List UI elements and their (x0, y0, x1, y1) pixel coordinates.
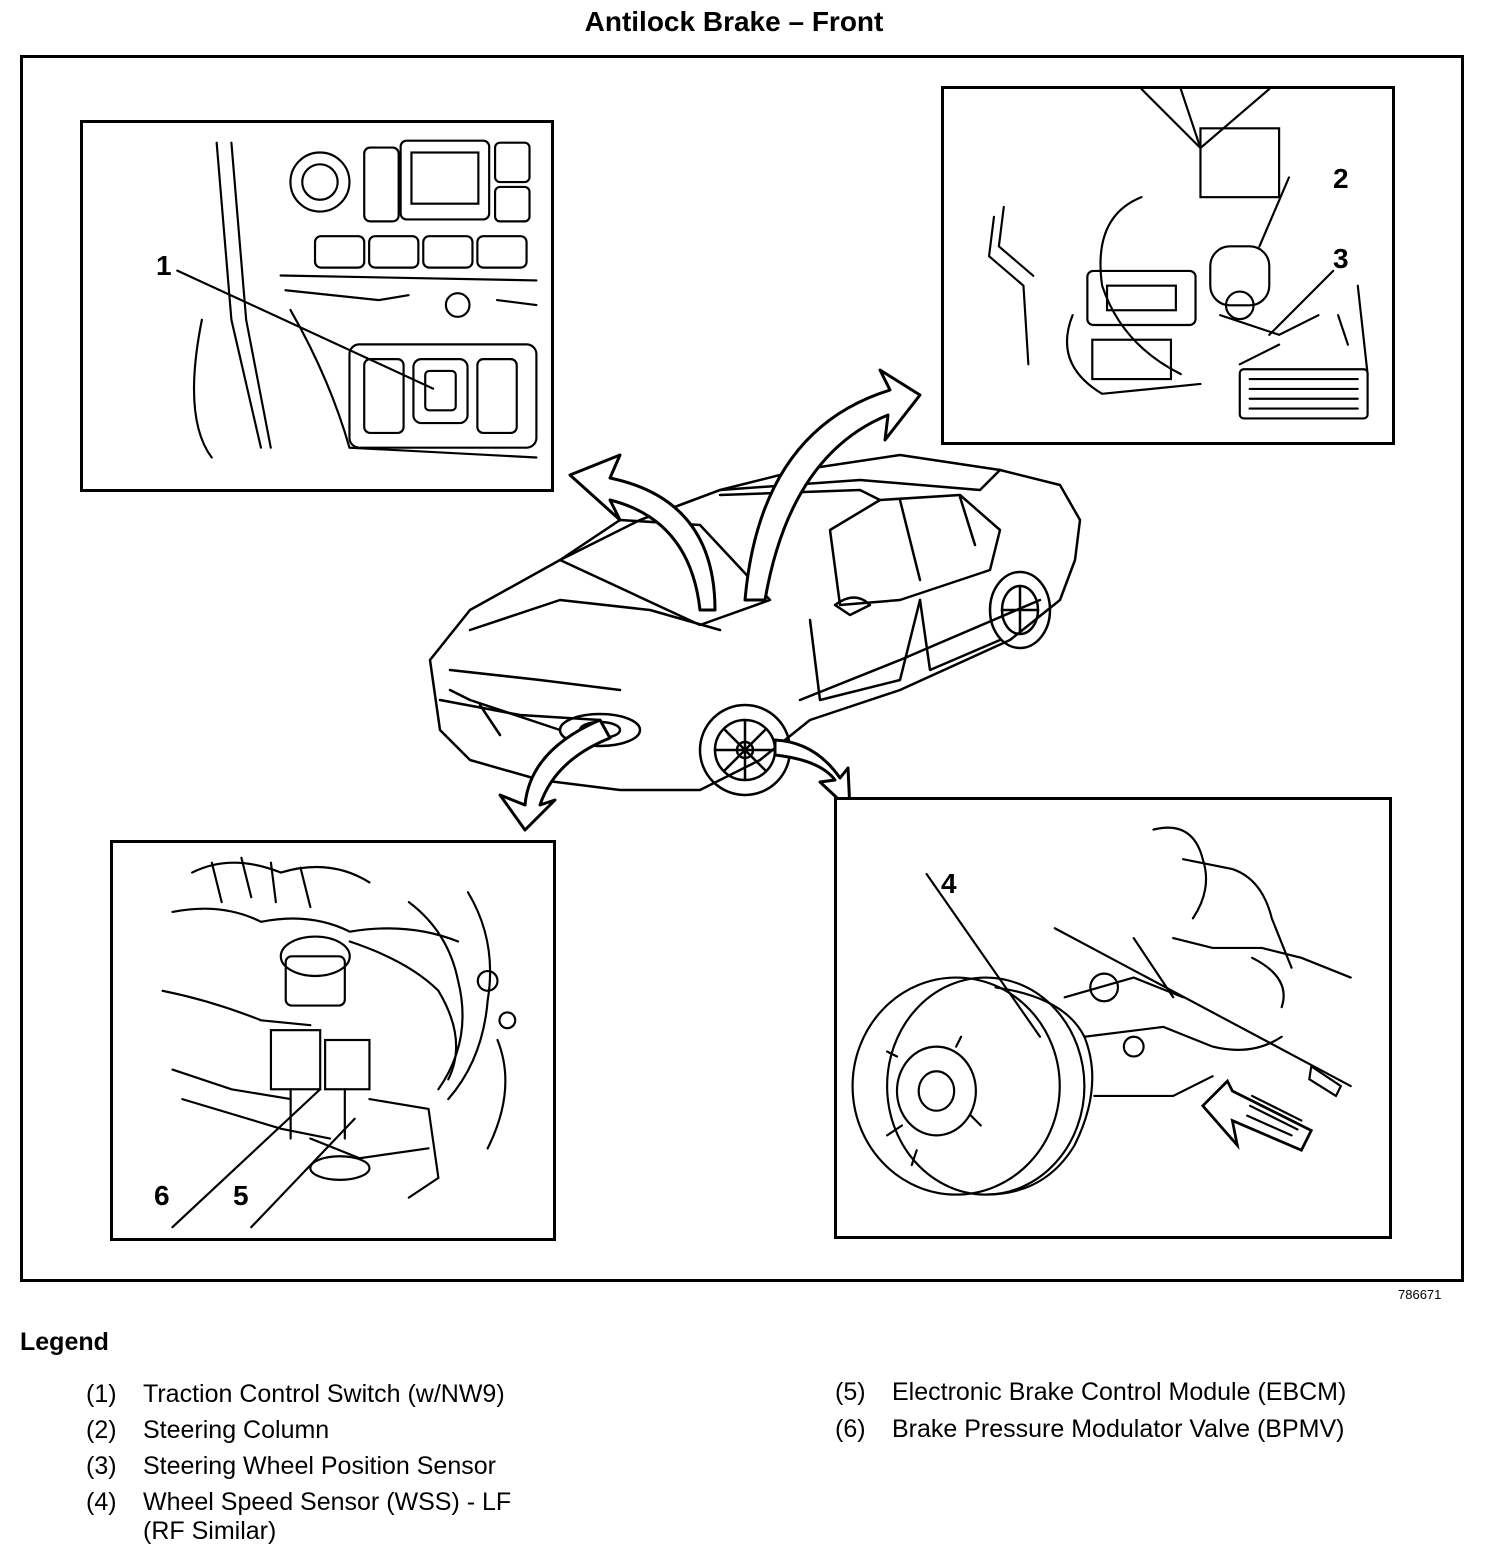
legend-item-number: (1) (86, 1380, 117, 1408)
inset-traction-control-switch (80, 120, 554, 492)
steering-column-illustration (987, 89, 1369, 420)
legend-item-number: (6) (835, 1415, 866, 1443)
dashboard-switch-illustration (176, 139, 538, 459)
callout-5: 5 (233, 1180, 249, 1211)
diagram-title: Antilock Brake – Front (584, 6, 884, 37)
figure-id: 786671 (1398, 1287, 1442, 1302)
legend-item-text: Traction Control Switch (w/NW9) (143, 1380, 505, 1408)
legend-heading: Legend (20, 1328, 109, 1356)
legend-item-number: (5) (835, 1378, 866, 1406)
legend-item-text: Wheel Speed Sensor (WSS) - LF (143, 1488, 512, 1516)
legend-item-number: (4) (86, 1488, 117, 1516)
legend-item-text: Steering Column (143, 1416, 330, 1444)
inset-ebcm-bpmv (110, 840, 556, 1241)
callout-4: 4 (941, 868, 957, 899)
callout-2: 2 (1333, 163, 1349, 194)
inset-steering-column (941, 86, 1395, 445)
diagram-frame (20, 55, 1464, 1282)
callout-6: 6 (154, 1180, 170, 1211)
ebcm-bpmv-illustration (161, 856, 517, 1229)
legend-item-text: Steering Wheel Position Sensor (143, 1452, 496, 1480)
legend-item-number: (3) (86, 1452, 117, 1480)
legend-item-text: Brake Pressure Modulator Valve (BPMV) (892, 1415, 1345, 1443)
legend-item-number: (2) (86, 1416, 117, 1444)
wheel-hub-illustration (851, 826, 1352, 1196)
callout-3: 3 (1333, 243, 1349, 274)
callout-1: 1 (156, 250, 172, 281)
inset-wheel-speed-sensor (834, 797, 1392, 1239)
legend-item-text: (RF Similar) (143, 1517, 277, 1545)
legend-item-text: Electronic Brake Control Module (EBCM) (892, 1378, 1347, 1406)
